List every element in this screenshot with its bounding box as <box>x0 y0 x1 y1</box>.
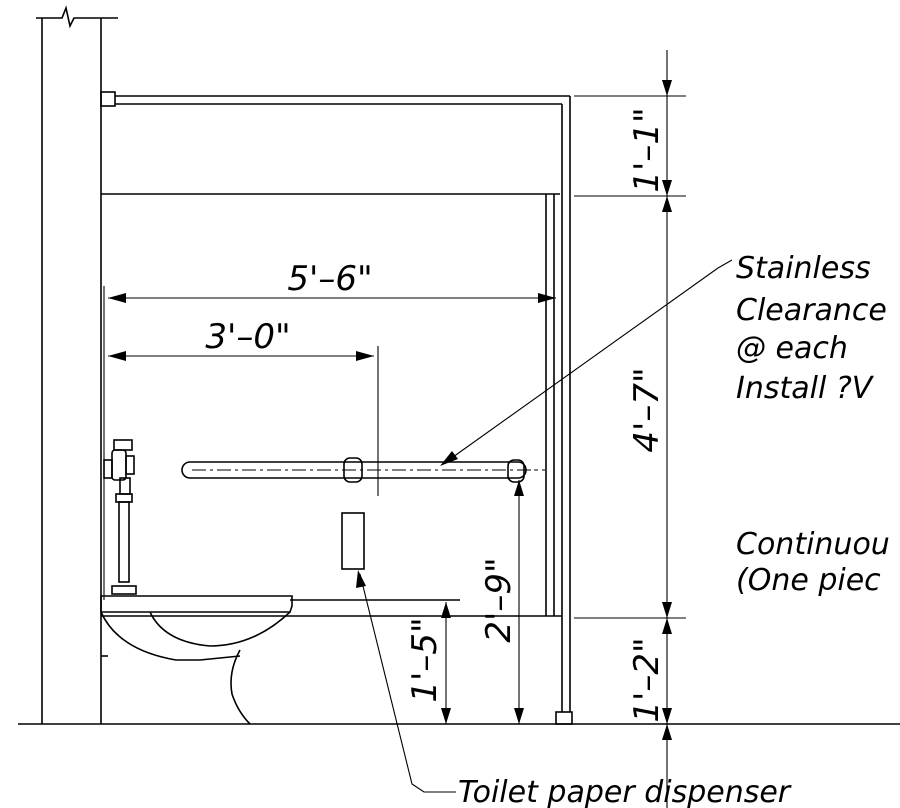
partition-headrail <box>100 91 573 725</box>
grab-bar-note-line-2: Clearance <box>736 293 887 328</box>
dim-overall-width-label: 5'–6" <box>287 259 372 299</box>
dimension-bar-offset: 3'–0" <box>108 317 379 496</box>
grab-bar-note-line-1: Stainless <box>736 251 871 286</box>
toilet-paper-dispenser <box>341 512 365 570</box>
dimension-vertical-right <box>662 50 672 808</box>
continuous-note-line-1: Continuou <box>736 527 890 562</box>
dispenser-leader <box>356 570 456 793</box>
grab-bar-note-line-4: Install ?V <box>736 371 875 406</box>
dimension-overall-width: 5'–6" <box>103 259 556 600</box>
dim-top-gap: 1'–1" <box>627 107 667 192</box>
grab-bar-note-line-3: @ each <box>736 331 848 366</box>
flush-valve <box>103 439 137 595</box>
continuous-note: Continuou (One piec <box>736 527 890 598</box>
dimension-seat-height: 1'–5" <box>405 602 451 724</box>
dimension-bar-height: 2'–9" <box>479 480 524 724</box>
break-line <box>36 5 118 29</box>
dim-bar-offset-label: 3'–0" <box>205 317 290 357</box>
dim-bar-height-label: 2'–9" <box>479 557 519 642</box>
dim-panel-height: 4'–7" <box>627 367 667 452</box>
continuous-note-line-2: (One piec <box>736 563 881 598</box>
toilet <box>100 595 460 725</box>
dim-bottom-gap: 1'–2" <box>627 637 667 722</box>
dispenser-note: Toilet paper dispenser <box>458 775 792 808</box>
grab-bar-leader <box>440 259 733 466</box>
partition-panel <box>101 193 562 617</box>
dim-seat-height-label: 1'–5" <box>405 617 445 702</box>
grab-bar-note: Stainless Clearance @ each Install ?V <box>736 251 887 406</box>
grab-bar <box>181 457 545 483</box>
